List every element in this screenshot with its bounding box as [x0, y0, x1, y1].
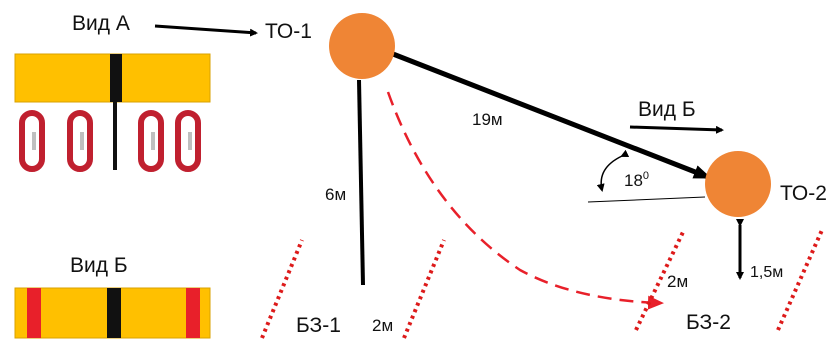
angle-arc-arrow	[596, 149, 630, 192]
angle-label: 180	[624, 170, 649, 190]
zone-boundary-dotted	[776, 229, 824, 331]
view-a-center-strap	[110, 54, 122, 102]
view-b-label-left: Вид Б	[70, 254, 128, 277]
to2-label: ТО-2	[780, 182, 827, 205]
view-b-right-mark	[186, 288, 200, 338]
distance-6m-label: 6м	[325, 185, 346, 204]
view-a-illustration	[14, 53, 211, 172]
distance-1-5m-label: 1,5м	[750, 264, 783, 281]
view-a-label: Вид А	[72, 12, 130, 35]
to2-node	[705, 151, 771, 217]
distance-2m-bottom-label: 2м	[372, 316, 393, 335]
carabiner-icon	[138, 110, 164, 172]
to1-to2-line	[392, 51, 712, 180]
zone-boundary-dotted	[402, 239, 446, 339]
view-b-left-mark	[27, 288, 41, 338]
fall-trajectory-dashed	[386, 91, 664, 310]
view-a-arrow	[154, 24, 258, 37]
carabiner-icon	[175, 110, 201, 172]
carabiner-icon	[19, 110, 45, 172]
distance-19m-label: 19м	[472, 110, 503, 129]
to1-node	[329, 13, 395, 79]
carabiner-icon	[67, 110, 93, 172]
angle-reference-line	[587, 196, 706, 203]
bz1-label: БЗ-1	[296, 314, 341, 337]
distance-2m-right-label: 2м	[667, 272, 688, 291]
view-b-arrow	[629, 125, 724, 134]
to1-vertical-line	[357, 79, 365, 286]
to1-label: ТО-1	[265, 20, 312, 43]
view-b-label-right: Вид Б	[638, 98, 696, 121]
bz2-label: БЗ-2	[686, 311, 731, 334]
view-b-center-strap	[107, 288, 121, 338]
zone-boundary-dotted	[634, 229, 686, 331]
view-b-illustration	[14, 287, 211, 339]
